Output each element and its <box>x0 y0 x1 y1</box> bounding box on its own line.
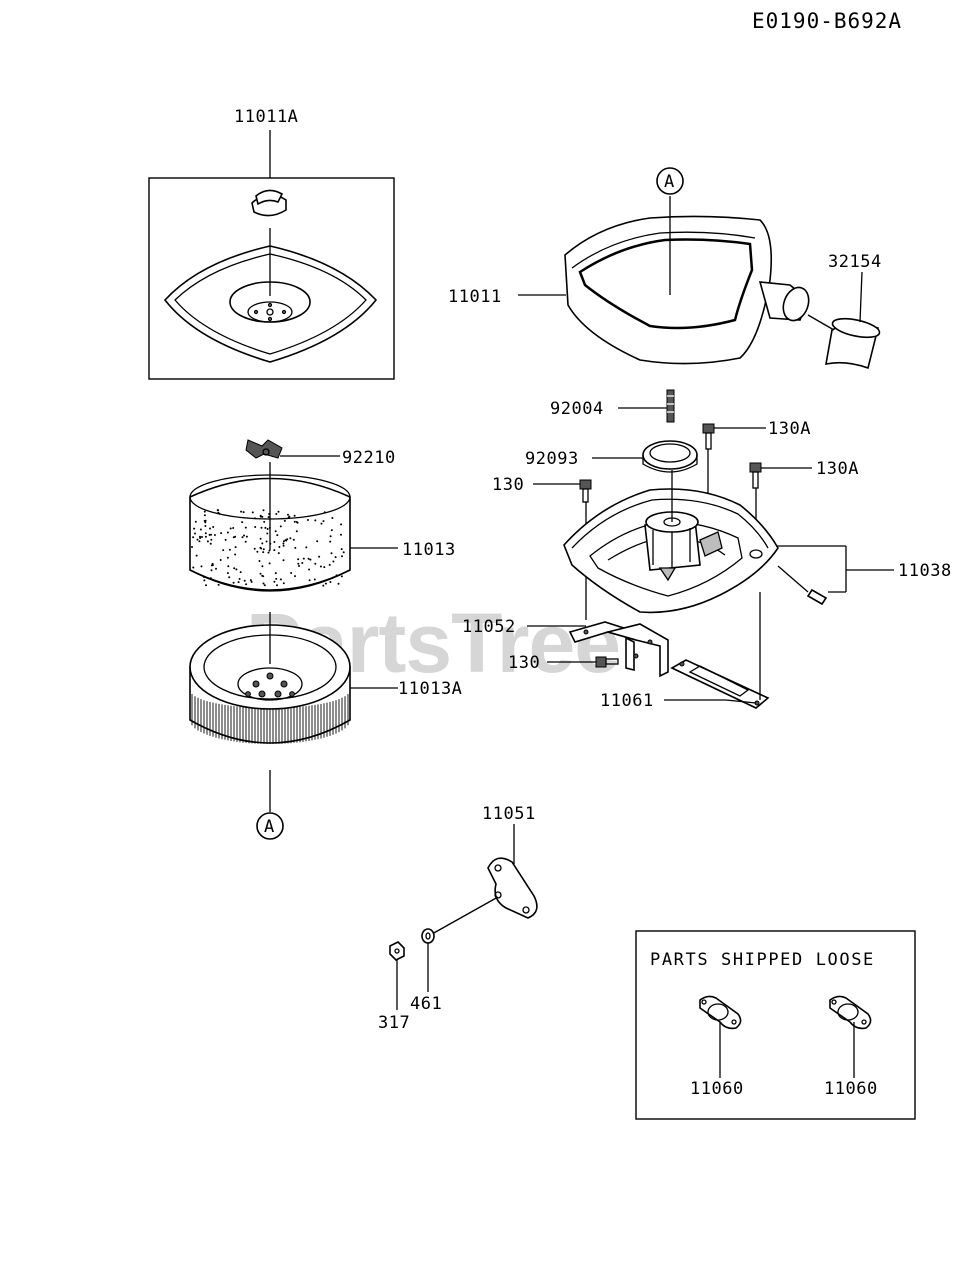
label-317: 317 <box>378 1013 410 1033</box>
part-130A-bolt-1[interactable] <box>702 423 715 450</box>
part-130A-bolt-2[interactable] <box>749 462 762 489</box>
callout-a-top-letter: A <box>664 172 675 192</box>
part-461-washer[interactable] <box>421 928 435 944</box>
label-92093: 92093 <box>525 449 579 469</box>
part-11038-pin[interactable] <box>806 588 828 606</box>
label-11013A: 11013A <box>398 679 462 699</box>
part-317-nut[interactable] <box>389 941 405 961</box>
label-130-1: 130 <box>492 475 524 495</box>
filter-pleats <box>191 694 349 744</box>
callout-a-bottom-letter: A <box>264 817 275 837</box>
part-11051-plate[interactable] <box>487 857 538 919</box>
label-11038: 11038 <box>898 561 952 581</box>
label-11052: 11052 <box>462 617 516 637</box>
diagram-code: E0190-B692A <box>752 9 902 33</box>
callout-a-top <box>656 167 684 195</box>
part-32154-sleeve[interactable] <box>825 315 881 370</box>
part-92210-wingnut[interactable] <box>245 439 283 459</box>
label-461: 461 <box>410 994 442 1014</box>
part-11052-bracket[interactable] <box>568 621 669 678</box>
label-11051: 11051 <box>482 804 536 824</box>
label-130A-2: 130A <box>816 459 859 479</box>
label-11011: 11011 <box>448 287 502 307</box>
loose-parts-box <box>635 930 916 1120</box>
foam-texture <box>191 509 345 587</box>
part-11060-gasket-2[interactable] <box>829 995 872 1030</box>
label-32154: 32154 <box>828 252 882 272</box>
label-130A-1: 130A <box>768 419 811 439</box>
part-11011-housing[interactable] <box>564 215 813 365</box>
label-11060-1: 11060 <box>690 1079 744 1099</box>
label-92210: 92210 <box>342 448 396 468</box>
label-11013: 11013 <box>402 540 456 560</box>
loose-box-title: PARTS SHIPPED LOOSE <box>650 950 875 970</box>
label-11061: 11061 <box>600 691 654 711</box>
part-11013A-filter[interactable] <box>189 624 351 744</box>
label-130-2: 130 <box>508 653 540 673</box>
part-11011A-cover[interactable] <box>148 177 395 380</box>
part-11060-gasket-1[interactable] <box>699 995 742 1030</box>
part-92004-stud[interactable] <box>666 389 675 423</box>
label-11060-2: 11060 <box>824 1079 878 1099</box>
part-base-plate[interactable] <box>563 488 779 614</box>
part-92093-seal[interactable] <box>642 440 698 473</box>
label-92004: 92004 <box>550 399 604 419</box>
label-11011A: 11011A <box>234 107 298 127</box>
callout-a-bottom <box>256 812 284 840</box>
part-130-bolt-1[interactable] <box>579 479 592 503</box>
part-11061-gasket[interactable] <box>670 659 770 709</box>
